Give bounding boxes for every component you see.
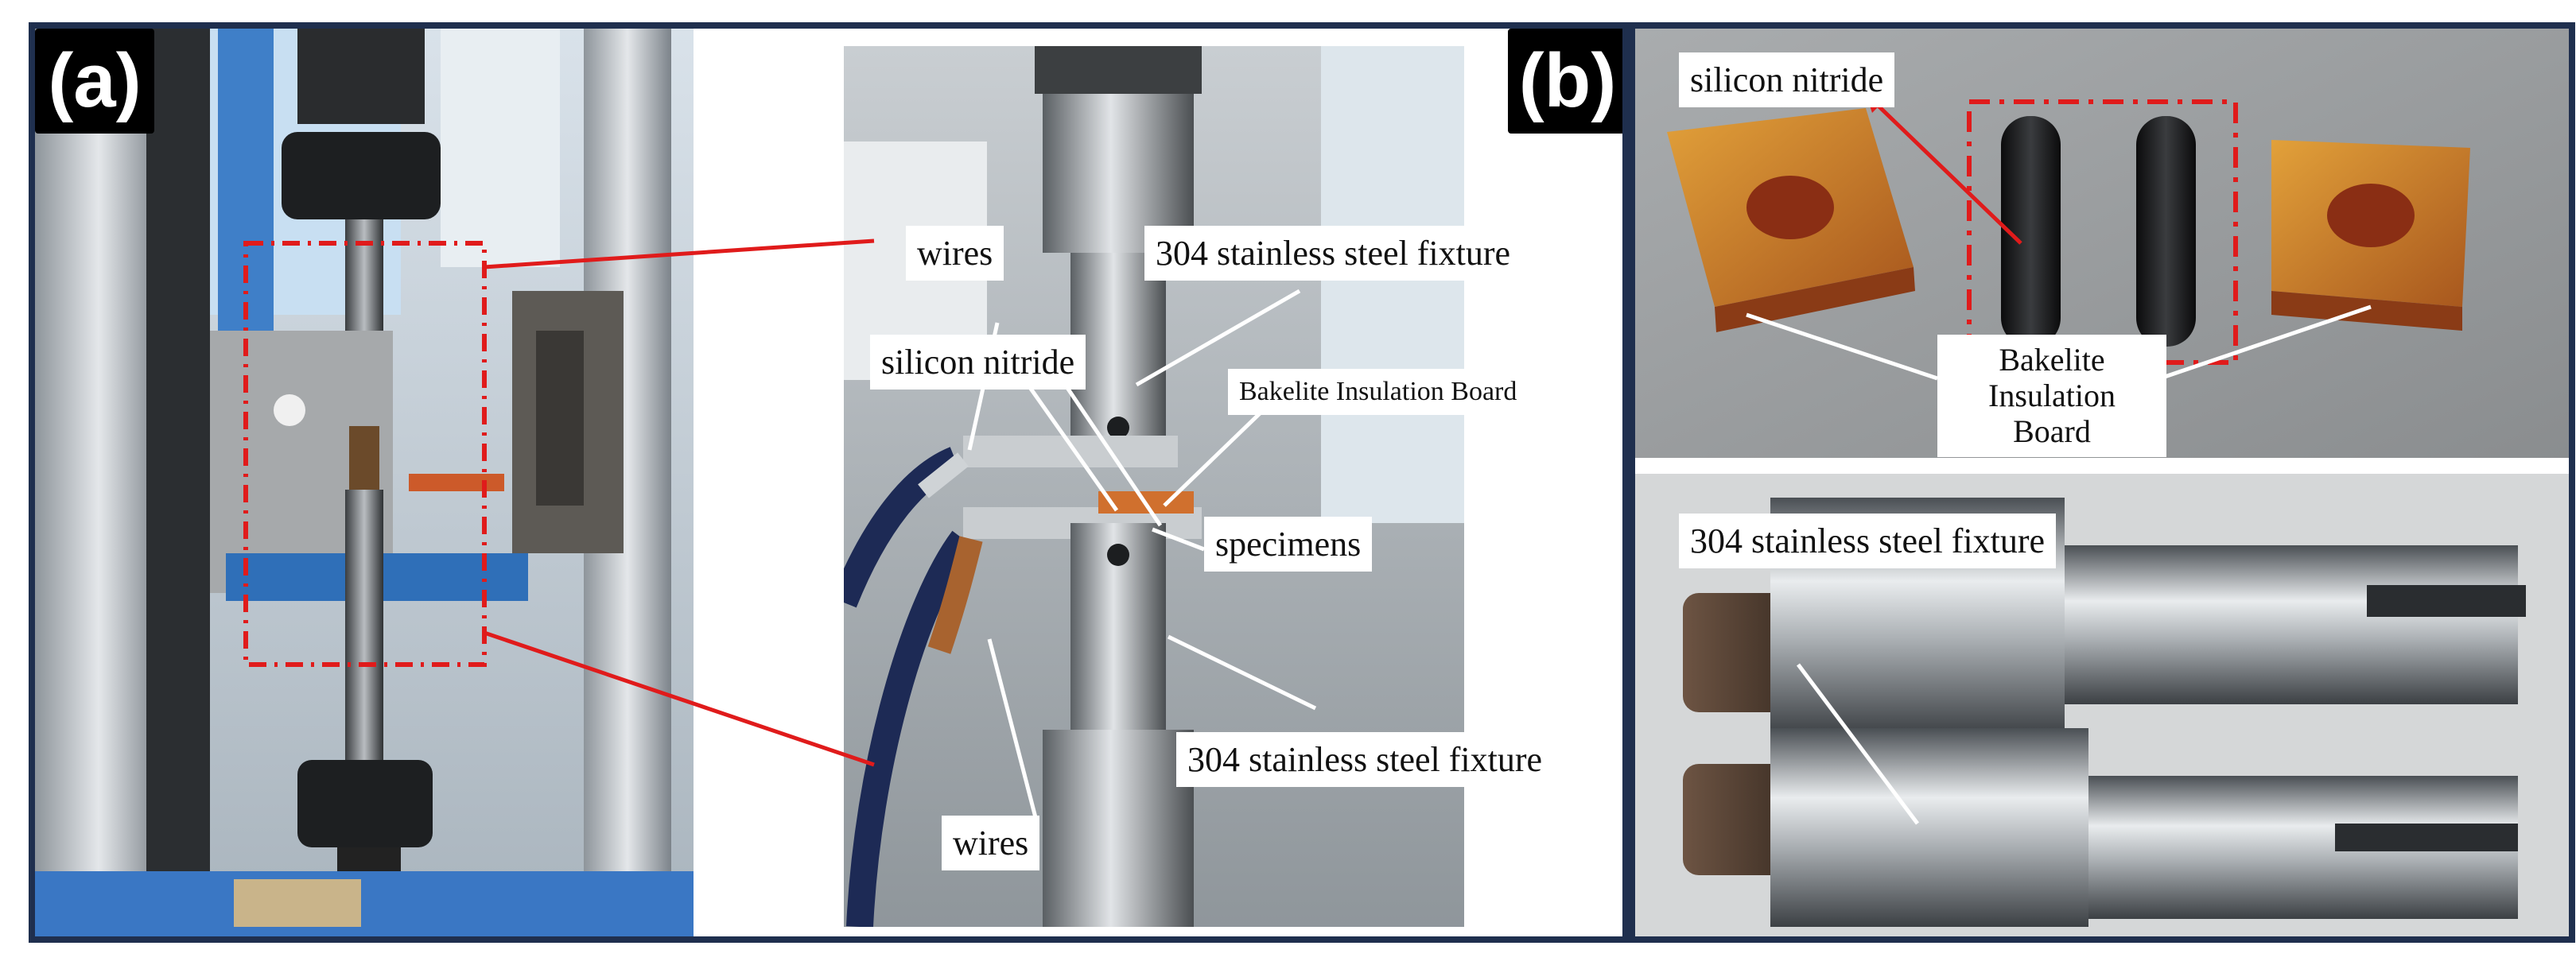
panel-a-label: (a)	[35, 29, 154, 134]
testing-machine-photo: (a)	[35, 29, 694, 936]
callout-fixture-bottom: 304 stainless steel fixture	[1176, 732, 1554, 788]
callout-b-fixture: 304 stainless steel fixture	[1679, 514, 2057, 569]
callout-b-silicon-nitride: silicon nitride	[1679, 52, 1895, 108]
callout-fixture-top: 304 stainless steel fixture	[1144, 226, 1522, 281]
callout-bakelite: Bakelite Insulation Board	[1228, 369, 1529, 416]
panel-b: silicon nitride Bakelite Insulation Boar…	[1629, 22, 2575, 943]
panel-a: (a)	[29, 22, 1629, 943]
specimen-closeup-illustration	[844, 46, 1464, 927]
callout-b-bakelite: Bakelite Insulation Board	[1937, 335, 2166, 458]
specimen-closeup-photo	[844, 46, 1464, 927]
callout-specimens: specimens	[1204, 517, 1373, 572]
callout-silicon-nitride: silicon nitride	[870, 335, 1086, 390]
callout-wires-top: wires	[906, 226, 1004, 281]
testing-machine-illustration	[35, 29, 694, 936]
callout-wires-bottom: wires	[942, 816, 1040, 871]
panel-b-label: (b)	[1508, 29, 1622, 134]
